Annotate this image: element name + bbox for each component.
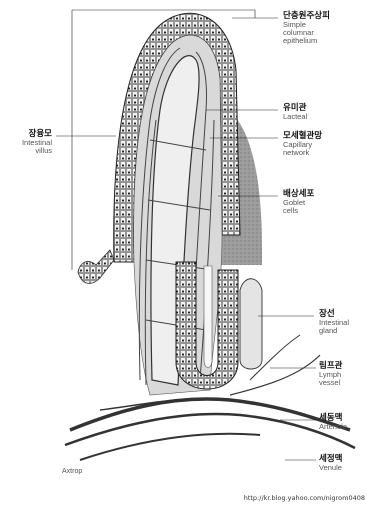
label-capillary-network: 모세혈관망 Capillary network xyxy=(283,132,322,157)
left-surface-epithelium xyxy=(78,250,114,283)
label-goblet-cells: 배상세포 Goblet cells xyxy=(283,190,314,215)
label-en-line: villus xyxy=(4,147,52,155)
label-en-line: epithelium xyxy=(283,37,330,45)
label-arteriole: 세동맥 Arteriole xyxy=(319,414,347,431)
right-gland xyxy=(240,279,262,369)
source-url: http://kr.blog.yahoo.com/nigrom0408 xyxy=(244,494,365,502)
label-intestinal-villus: 장융모 Intestinal villus xyxy=(4,130,52,155)
label-simple-columnar-epithelium: 단층원주상피 Simple columnar epithelium xyxy=(283,12,330,45)
label-en-line: Venule xyxy=(319,464,342,472)
label-venule: 세정맥 Venule xyxy=(319,455,342,472)
label-intestinal-gland: 장선 Intestinal gland xyxy=(319,310,349,335)
label-en-line: vessel xyxy=(319,379,342,387)
gland-lumen xyxy=(204,266,212,368)
illustrator-credit: Axtrop xyxy=(62,468,82,475)
label-en-line: gland xyxy=(319,327,349,335)
label-lymph-vessel: 림프관 Lymph vessel xyxy=(319,362,342,387)
label-en-line: Lacteal xyxy=(283,113,307,121)
label-en-line: network xyxy=(283,149,322,157)
label-en-line: cells xyxy=(283,207,314,215)
label-lacteal: 유미관 Lacteal xyxy=(283,104,307,121)
label-en-line: Arteriole xyxy=(319,423,347,431)
